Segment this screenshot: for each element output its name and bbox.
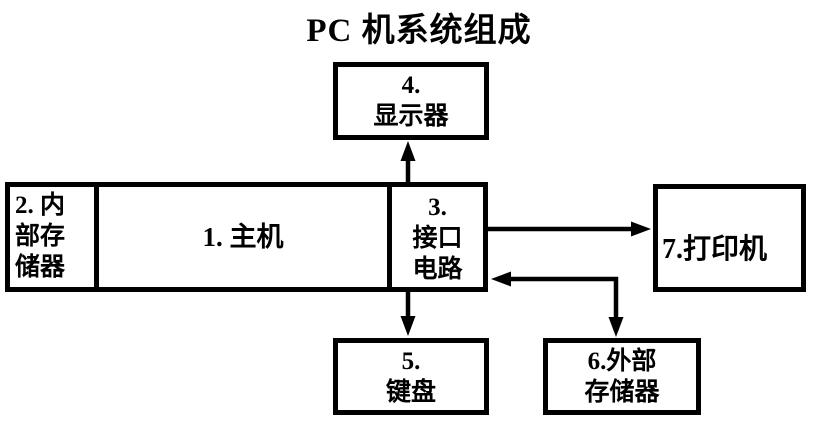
node-interface-circuit: 3. 接口 电路 <box>387 187 483 287</box>
arrow-interface-to-display <box>400 141 416 184</box>
diagram-title: PC 机系统组成 <box>306 13 532 49</box>
node-host: 1. 主机 <box>99 187 387 287</box>
node-keyboard: 5. 键盘 <box>333 338 489 415</box>
node-printer: 7.打印机 <box>653 184 806 292</box>
node-display-label: 4. 显示器 <box>373 72 449 130</box>
node-host-label: 1. 主机 <box>202 221 284 252</box>
node-external-storage-label: 6.外部 存储器 <box>584 347 660 406</box>
arrow-interface-to-printer <box>488 221 651 237</box>
arrow-interface-external-storage <box>491 271 624 337</box>
node-keyboard-label: 5. 键盘 <box>385 347 436 406</box>
node-internal-memory-label: 2. 内 部存 储器 <box>15 192 66 281</box>
arrow-interface-to-keyboard <box>400 292 416 336</box>
node-system-unit: 2. 内 部存 储器 1. 主机 3. 接口 电路 <box>5 182 488 292</box>
node-internal-memory: 2. 内 部存 储器 <box>10 187 99 287</box>
node-external-storage: 6.外部 存储器 <box>543 338 701 415</box>
node-display: 4. 显示器 <box>333 62 489 140</box>
node-interface-circuit-label: 3. 接口 电路 <box>412 193 463 283</box>
node-printer-label: 7.打印机 <box>662 234 768 265</box>
